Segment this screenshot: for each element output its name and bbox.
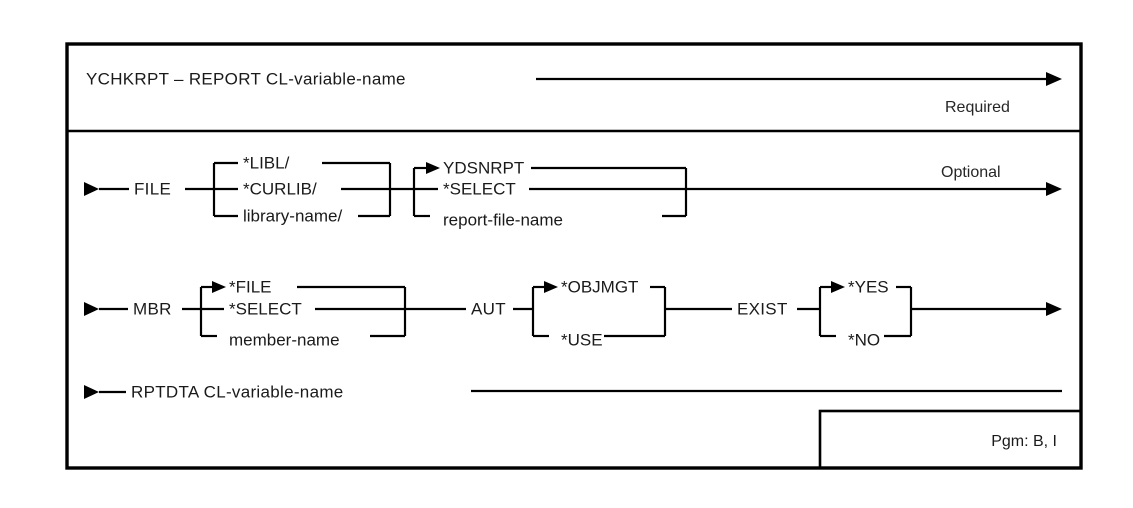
rpt-option-report-file-name: report-file-name [443,210,563,229]
mbr-option-member-name: member-name [229,330,340,349]
mbr-file-default-arrow [212,281,226,293]
rpt-option-select: *SELECT [443,179,516,198]
mbr-keyword-label: MBR [133,299,172,318]
file-row: FILE *LIBL/ *CURLIB/ library-name/ [84,153,1062,229]
rptdta-row: RPTDTA CL-variable-name [84,382,1062,401]
mbr-option-file: *FILE [229,277,272,296]
file-row-start-arrow [84,182,99,196]
rpt-option-ydsnrpt: YDSNRPT [443,158,524,177]
aut-option-objmgt: *OBJMGT [561,277,638,296]
rptdta-row-text: RPTDTA CL-variable-name [131,382,344,401]
report-file-group: YDSNRPT *SELECT report-file-name [412,158,688,229]
optional-label-text: Optional [941,164,1001,181]
lib-option-library-name: library-name/ [243,206,342,225]
lib-option-libl: *LIBL/ [243,153,290,172]
mbr-option-select: *SELECT [229,299,302,318]
file-keyword-label: FILE [134,179,171,198]
pgm-box-label: Pgm: B, I [991,433,1057,450]
optional-section-label: Optional [941,164,1001,181]
library-qualifier-group: *LIBL/ *CURLIB/ library-name/ [212,153,392,225]
mbr-values-group: *FILE *SELECT member-name [199,277,407,349]
required-label-text: Required [945,99,1010,116]
mbr-row-start-arrow [84,302,99,316]
command-row: YCHKRPT – REPORT CL-variable-name [86,69,1062,88]
lib-option-curlib: *CURLIB/ [243,179,317,198]
command-row-text: YCHKRPT – REPORT CL-variable-name [86,69,406,88]
mbr-row: MBR *FILE *SELECT member-name AUT [84,277,1062,349]
exist-option-no: *NO [848,330,880,349]
aut-keyword-label: AUT [471,299,506,318]
required-section-label: Required [945,99,1010,116]
rptdta-row-start-arrow [84,385,99,399]
file-row-end-arrow [1046,182,1062,196]
mbr-row-end-arrow [1046,302,1062,316]
aut-option-use: *USE [561,330,603,349]
aut-values-group: *OBJMGT *USE [531,277,667,349]
exist-option-yes: *YES [848,277,889,296]
pgm-box: Pgm: B, I [818,409,1083,470]
ydsnrpt-default-arrow [426,162,440,174]
diagram-outer-frame [65,42,1083,470]
exist-yes-default-arrow [831,281,845,293]
exist-values-group: *YES *NO [818,277,913,349]
exist-keyword-label: EXIST [737,299,788,318]
aut-objmgt-default-arrow [544,281,558,293]
command-row-end-arrow [1046,72,1062,86]
